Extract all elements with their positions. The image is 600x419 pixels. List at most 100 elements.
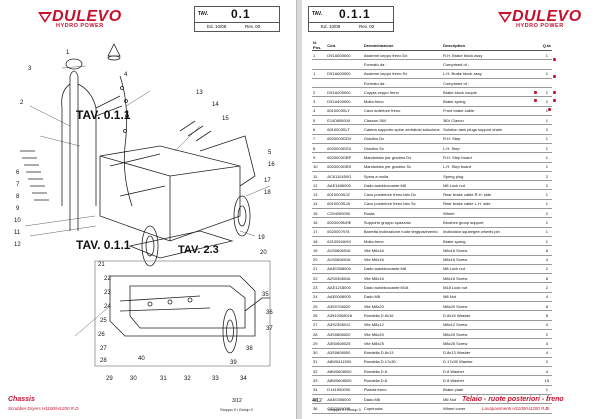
cell-quantity: 2 bbox=[541, 403, 552, 414]
callout: 32 bbox=[184, 376, 191, 382]
cell-position: 4 bbox=[312, 106, 327, 117]
cell-denomination: Vite M6x16 bbox=[362, 255, 443, 265]
cell-description: R.H. Brake block assy bbox=[442, 50, 542, 61]
cell-position: 9 bbox=[312, 152, 327, 163]
col-header-description: Description bbox=[442, 40, 542, 51]
cell-denomination: Gradino Sx bbox=[362, 143, 443, 154]
cell-denomination: Vite M8x16 bbox=[362, 273, 443, 284]
cell-position: 32 bbox=[312, 366, 327, 377]
tav-ref-label: TAV. 2.3 bbox=[178, 244, 219, 256]
cell-code: A8W0411500 bbox=[326, 357, 363, 368]
cell-denomination: Molla freno bbox=[362, 236, 443, 247]
cell-denomination: Molla freno bbox=[362, 96, 443, 107]
cell-code: 6020003GBS bbox=[326, 162, 363, 172]
cell-description: D.8x16 Washer bbox=[442, 310, 542, 321]
cell-position: 7 bbox=[312, 134, 327, 144]
highlight-marker bbox=[534, 91, 537, 94]
cell-code: D91A200000 bbox=[326, 87, 363, 98]
cell-position: 17 bbox=[312, 227, 327, 237]
callout: 8 bbox=[16, 194, 20, 200]
footer-group: Gruppo 0 / Group 0 bbox=[328, 408, 361, 412]
right-page: TAV. 0.1.1 Ed. 10/08 Rev. 00 DULEVO HYDR… bbox=[302, 0, 600, 419]
cell-position bbox=[312, 59, 327, 70]
cell-quantity: 1 bbox=[541, 199, 552, 210]
cell-denomination: Cavo posteriore freno lato Dx bbox=[362, 189, 443, 200]
cell-quantity: 4 bbox=[541, 338, 552, 349]
cell-description: Comprised of : bbox=[442, 78, 542, 89]
callout: 7 bbox=[16, 182, 20, 188]
callout: 12 bbox=[14, 242, 21, 248]
cell-denomination: Dado M8 bbox=[362, 292, 443, 303]
footer-subtitle: Lavapavimenti H1100/H1200 R.D. bbox=[482, 406, 550, 411]
logo-sub: HYDRO POWER bbox=[56, 23, 104, 29]
callout: 25 bbox=[100, 318, 107, 324]
tav-box: TAV. 0.1.1 Ed. 10/08 Rev. 00 bbox=[308, 6, 394, 32]
callout: 20 bbox=[260, 250, 267, 256]
highlight-marker bbox=[553, 91, 556, 94]
callout: 28 bbox=[100, 358, 107, 364]
callout: 26 bbox=[98, 332, 105, 338]
cell-denomination: Rondella D.17x30 bbox=[362, 357, 443, 368]
cell-description: M8x25 Screw bbox=[442, 338, 542, 349]
cell-denomination: Vite M8x20 bbox=[362, 301, 443, 312]
cell-description: Spring plug bbox=[442, 171, 542, 182]
cell-position bbox=[312, 78, 327, 89]
cell-code: D91A500000 bbox=[326, 50, 363, 61]
tav-label: TAV. bbox=[198, 11, 209, 17]
callout: 37 bbox=[266, 326, 273, 332]
col-header-position: N. Pos. bbox=[312, 40, 327, 51]
cell-code: C252000000 bbox=[326, 403, 363, 414]
exploded-view-drawing bbox=[20, 43, 271, 367]
cell-quantity: 1 bbox=[541, 189, 552, 200]
cell-denomination: Supporto gruppo spazzola bbox=[362, 217, 443, 228]
cell-denomination: Rondella D.8 bbox=[362, 375, 443, 386]
callout: 23 bbox=[104, 290, 111, 296]
cell-position: 19 bbox=[312, 245, 327, 256]
cell-code: 6020003GDV bbox=[326, 134, 363, 144]
cell-position: 10 bbox=[312, 162, 327, 172]
cell-quantity: 4 bbox=[541, 255, 552, 265]
cell-quantity: 1 bbox=[541, 227, 552, 237]
footer-subtitle: Scrubber Dryers H1100/H1200 R.D. bbox=[8, 406, 80, 411]
cell-code: A3S0808020 bbox=[326, 329, 363, 340]
cell-code: AC6110450G bbox=[326, 171, 363, 182]
cell-quantity: 1 bbox=[541, 134, 552, 144]
cell-quantity: 2 bbox=[541, 180, 552, 191]
cell-description: M18 Lock nut bbox=[442, 282, 542, 293]
cell-code: 6020003GBP bbox=[326, 152, 363, 163]
cell-quantity: 8 bbox=[541, 245, 552, 256]
cell-denomination: Ruota bbox=[362, 208, 443, 219]
cell-description: D.8x13 Washer bbox=[442, 348, 542, 358]
cell-quantity: 2 bbox=[541, 124, 552, 135]
highlight-marker bbox=[553, 75, 556, 78]
cell-position: 1 bbox=[312, 50, 327, 61]
tav-revision: Rev. 00 bbox=[245, 24, 261, 29]
logo-brand: DULEVO bbox=[512, 8, 582, 25]
cell-denomination: Clacson 36V bbox=[362, 115, 443, 126]
cell-code: A3910308016 bbox=[326, 310, 363, 321]
cell-description: Rear brake cable R.H. side bbox=[442, 189, 542, 200]
cell-description: D.8 Washer bbox=[442, 375, 542, 386]
cell-description: R.H. Step board bbox=[442, 152, 542, 163]
callout-layer: 1 2 3 4 5 6 7 8 9 10 11 12 13 14 15 16 1… bbox=[0, 0, 296, 419]
cell-code: AAE0308000 bbox=[326, 264, 363, 275]
cell-description: R.H. Step bbox=[442, 134, 542, 144]
logo-sub: HYDRO POWER bbox=[516, 23, 564, 29]
cell-quantity: 15 bbox=[541, 375, 552, 386]
cell-denomination: Vite M8x25 bbox=[362, 338, 443, 349]
